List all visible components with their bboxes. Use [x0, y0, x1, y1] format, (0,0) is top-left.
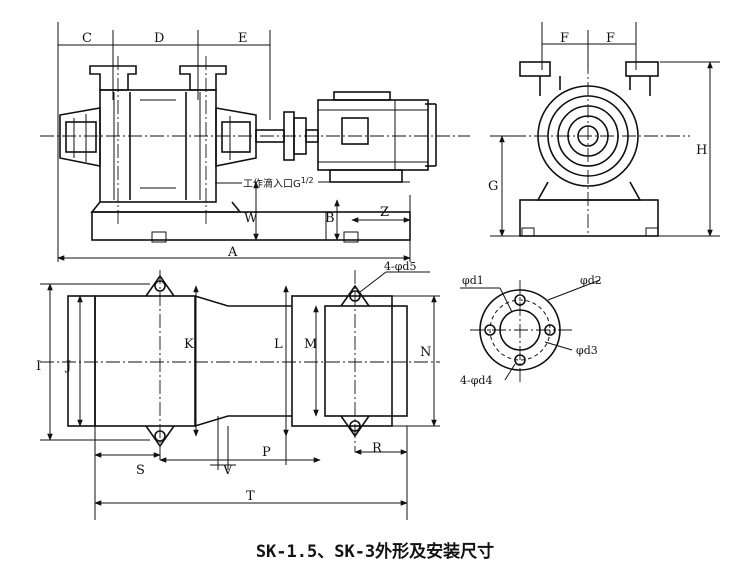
dim-label-e: E — [238, 31, 248, 46]
dim-label-n: N — [420, 345, 431, 360]
dim-label-b: B — [325, 211, 335, 226]
label-d3: φd3 — [576, 344, 598, 357]
dim-label-h: H — [696, 143, 707, 158]
end-view — [490, 22, 720, 237]
dim-label-d: D — [154, 31, 164, 46]
dim-label-p: P — [262, 445, 271, 460]
dim-label-t: T — [246, 489, 255, 504]
dim-label-f-left: F — [560, 31, 569, 46]
dim-label-j: J — [64, 359, 71, 374]
flange-detail — [460, 279, 601, 382]
plan-view — [40, 270, 440, 520]
dim-label-w: W — [244, 211, 258, 226]
label-holes-d4: 4-φd4 — [460, 374, 492, 387]
side-view: 工作滴入口G1/2 — [40, 22, 470, 262]
dim-label-v: V — [222, 463, 233, 478]
dim-label-a: A — [227, 245, 238, 260]
label-holes-d5: 4-φd5 — [384, 260, 416, 273]
label-d2: φd2 — [580, 274, 602, 287]
dim-label-l: L — [274, 337, 283, 352]
dim-label-m: M — [304, 337, 317, 352]
dim-label-r: R — [372, 441, 383, 456]
dim-label-c: C — [82, 31, 92, 46]
dim-label-i: I — [36, 359, 41, 374]
water-inlet-note: 工作滴入口G1/2 — [243, 176, 314, 190]
dim-label-z: Z — [380, 205, 389, 220]
label-d1: φd1 — [462, 274, 484, 287]
dim-label-k: K — [184, 337, 194, 352]
dim-label-s: S — [136, 463, 145, 478]
dim-label-f-right: F — [606, 31, 615, 46]
figure-caption: SK-1.5、SK-3外形及安装尺寸 — [256, 541, 494, 562]
dim-label-g: G — [488, 179, 498, 194]
